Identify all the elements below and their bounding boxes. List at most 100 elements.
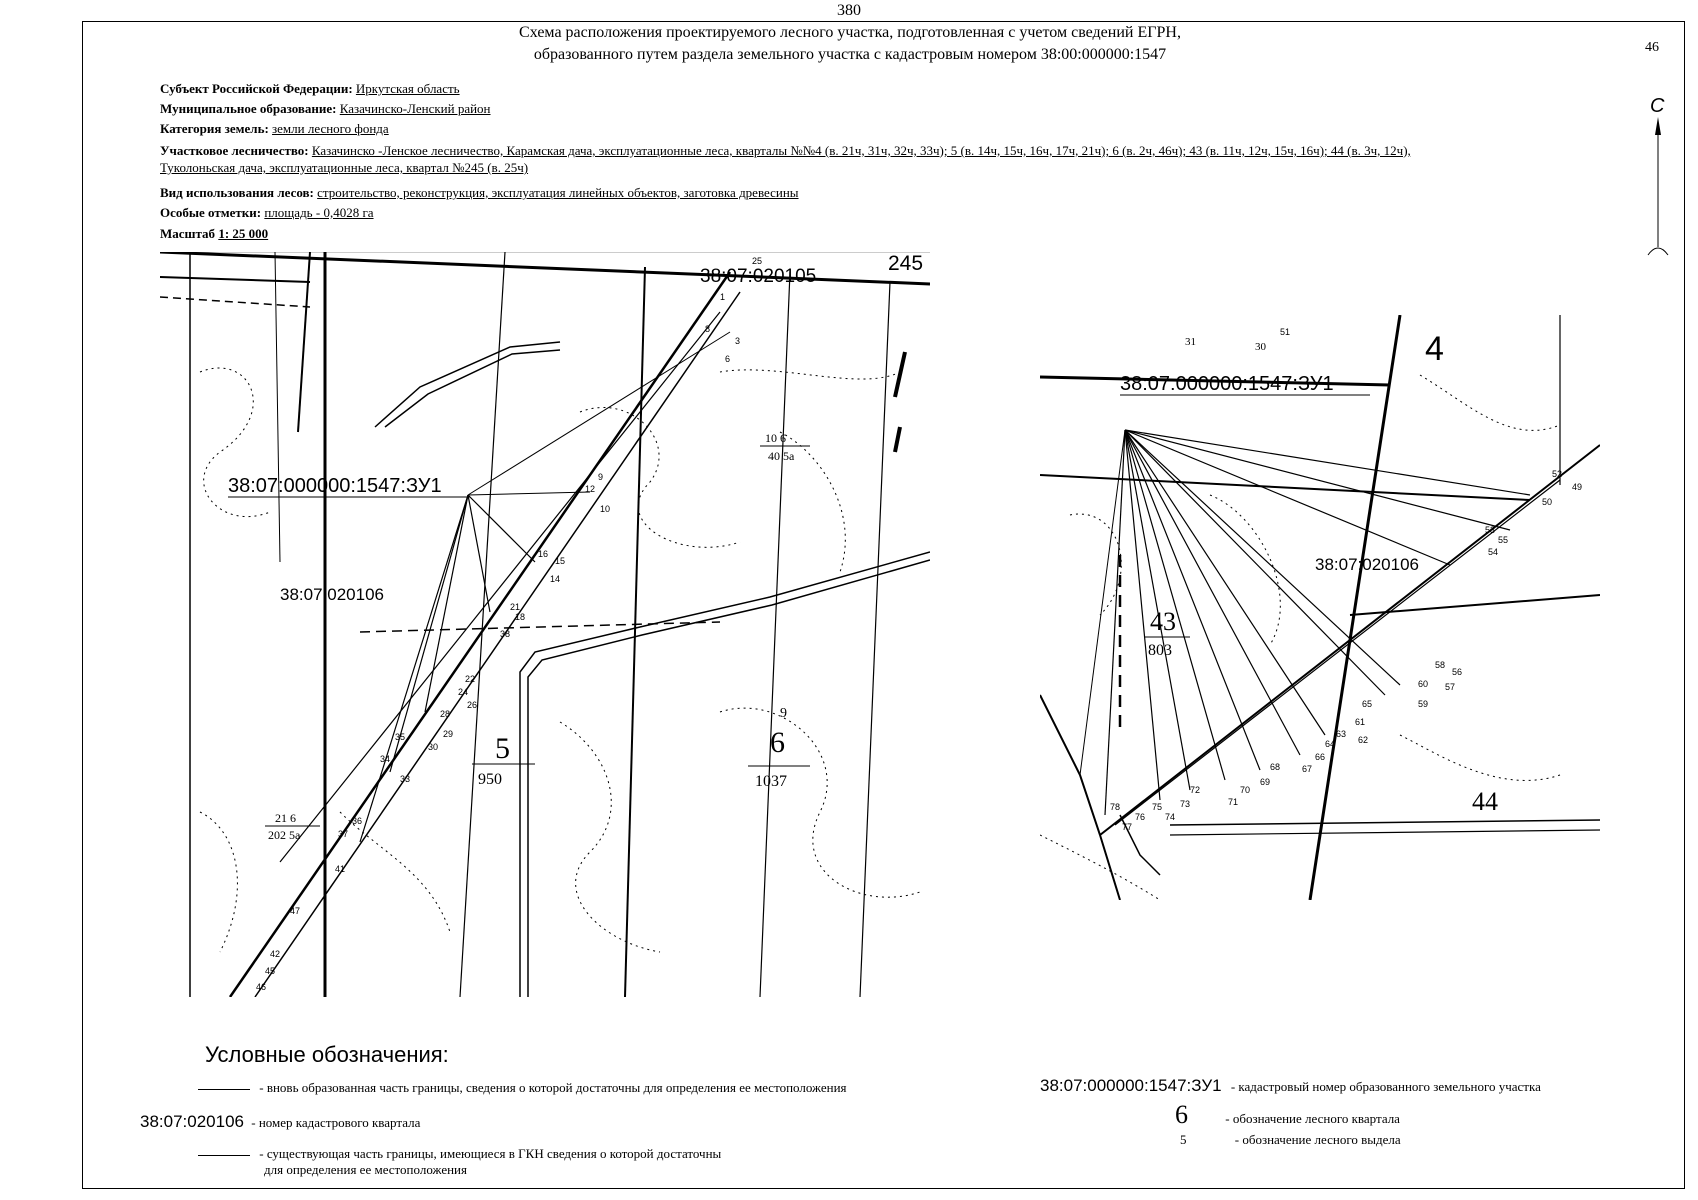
map-right-point: 60 — [1418, 679, 1428, 689]
page-number-right: 46 — [1645, 40, 1659, 55]
legend-kvartal-text: - обозначение лесного квартала — [1225, 1111, 1400, 1126]
map-left-point: 25 — [752, 256, 762, 266]
map-right-point: 71 — [1228, 797, 1238, 807]
map-left-point: 18 — [515, 612, 525, 622]
map-right-point: 57 — [1445, 682, 1455, 692]
map-right-cadastral-mid: 38:07:020106 — [1315, 555, 1419, 574]
title-line-1: Схема расположения проектируемого лесног… — [519, 24, 1181, 41]
map-left: 38:07:020105 245 38:07:000000:1547:ЗУ1 3… — [160, 252, 930, 997]
map-left-point: 34 — [380, 754, 390, 764]
map-right-point: 62 — [1358, 735, 1368, 745]
legend-vydel-code: 5 — [1180, 1132, 1187, 1147]
legend-item-kvartal: 6 - обозначение лесного квартала — [1175, 1100, 1400, 1130]
map-left-point: 45 — [265, 966, 275, 976]
meta-forestry-label: Участковое лесничество: — [160, 143, 309, 158]
map-left-point: 38 — [500, 629, 510, 639]
legend-existing-boundary-text: - существующая часть границы, имеющиеся … — [259, 1146, 722, 1161]
map-right-point: 51 — [1280, 327, 1290, 337]
map-left-point: 30 — [428, 742, 438, 752]
meta-use-label: Вид использования лесов: — [160, 185, 314, 200]
meta-notes-value: площадь - 0,4028 га — [264, 205, 374, 220]
meta-forestry-cont: Туколоньская дача, эксплуатационные леса… — [160, 159, 528, 176]
legend-item-cadastral-quarter: 38:07:020106 - номер кадастрового кварта… — [140, 1112, 420, 1132]
map-left-point: 1 — [720, 292, 725, 302]
meta-forestry-value-2: Туколоньская дача, эксплуатационные леса… — [160, 160, 529, 175]
map-right-point: 74 — [1165, 812, 1175, 822]
legend-item-vydel: 5 - обозначение лесного выдела — [1180, 1132, 1401, 1148]
map-left-point: 24 — [458, 687, 468, 697]
legend-parcel-code: 38:07:000000:1547:ЗУ1 — [1040, 1076, 1222, 1095]
north-arrow: С — [1640, 95, 1680, 265]
legend-title: Условные обозначения: — [205, 1042, 449, 1067]
map-left-kvartal-245: 245 — [888, 252, 923, 275]
map-right-point: 75 — [1152, 802, 1162, 812]
map-left-point: 10 — [600, 504, 610, 514]
map-left-point: 41 — [335, 864, 345, 874]
map-left-point: 37 — [338, 829, 348, 839]
map-left-plot-a2: 40 5а — [768, 449, 795, 463]
meta-subject-label: Субъект Российской Федерации: — [160, 81, 353, 96]
legend-line-icon — [198, 1088, 250, 1090]
map-right-point: 76 — [1135, 812, 1145, 822]
legend-kvartal-code: 6 — [1175, 1100, 1188, 1129]
meta-category-label: Категория земель: — [160, 121, 269, 136]
map-right: 4 38:07:000000:1547:ЗУ1 38:07:020106 43 … — [1040, 315, 1600, 900]
map-left-point: 26 — [467, 700, 477, 710]
map-left-point: 6 — [725, 354, 730, 364]
meta-subject-value: Иркутская область — [355, 81, 460, 96]
map-right-point: 63 — [1336, 729, 1346, 739]
map-right-point: 56 — [1452, 667, 1462, 677]
map-left-point: 9 — [598, 472, 603, 482]
meta-use: Вид использования лесов: строительство, … — [160, 184, 799, 201]
map-left-point: 14 — [550, 574, 560, 584]
meta-municipality: Муниципальное образование: Казачинско-Ле… — [160, 100, 491, 117]
map-right-point: 49 — [1572, 482, 1582, 492]
map-right-vydel-30: 30 — [1255, 341, 1267, 353]
meta-municipality-label: Муниципальное образование: — [160, 101, 337, 116]
map-right-kvartal-43: 43 — [1150, 607, 1176, 636]
map-left-point: 8 — [705, 324, 710, 334]
map-right-point: 61 — [1355, 717, 1365, 727]
meta-scale-label: Масштаб — [160, 226, 216, 241]
map-left-point: 35 — [395, 732, 405, 742]
meta-scale-value: 1: 25 000 — [218, 226, 269, 241]
meta-scale: Масштаб 1: 25 000 — [160, 225, 268, 242]
title-line-2: образованного путем раздела земельного у… — [533, 46, 1167, 63]
meta-category: Категория земель: земли лесного фонда — [160, 120, 389, 137]
map-left-plot-a: 10 6 — [765, 431, 786, 445]
map-left-plot-b2: 202 5а — [268, 828, 301, 842]
document-title: Схема расположения проектируемого лесног… — [300, 22, 1400, 66]
map-right-point: 53 — [1485, 525, 1495, 535]
map-left-point: 22 — [465, 674, 475, 684]
map-right-point: 66 — [1315, 752, 1325, 762]
map-right-point: 65 — [1362, 699, 1372, 709]
legend-item-existing-boundary: - существующая часть границы, имеющиеся … — [198, 1146, 721, 1162]
map-right-point: 69 — [1260, 777, 1270, 787]
map-left-point: 33 — [400, 774, 410, 784]
meta-subject: Субъект Российской Федерации: Иркутская … — [160, 80, 460, 97]
meta-notes: Особые отметки: площадь - 0,4028 га — [160, 204, 374, 221]
north-arrow-icon — [1647, 117, 1669, 256]
page-frame — [82, 21, 1685, 1189]
map-right-point: 50 — [1542, 497, 1552, 507]
map-left-kvartal-5-area: 950 — [478, 771, 502, 788]
map-left-point: 42 — [270, 949, 280, 959]
map-right-point: 77 — [1122, 822, 1132, 832]
legend-item-parcel: 38:07:000000:1547:ЗУ1 - кадастровый номе… — [1040, 1076, 1541, 1096]
map-left-point: 16 — [538, 549, 548, 559]
map-right-point: 54 — [1488, 547, 1498, 557]
page-number-top: 380 — [837, 2, 861, 19]
meta-municipality-value: Казачинско-Ленский район — [339, 101, 491, 116]
map-right-point: 52 — [1552, 469, 1562, 479]
map-left-point: 12 — [585, 484, 595, 494]
map-right-point: 58 — [1435, 660, 1445, 670]
map-left-point: 47 — [290, 906, 300, 916]
map-left-cadastral-mid: 38:07:020106 — [280, 585, 384, 604]
map-right-point: 55 — [1498, 535, 1508, 545]
map-right-vydel-31: 31 — [1185, 336, 1196, 348]
map-right-kvartal-44: 44 — [1472, 787, 1498, 816]
map-right-point: 78 — [1110, 802, 1120, 812]
map-left-vydel-9: 9 — [780, 706, 787, 721]
map-left-point: 46 — [256, 982, 266, 992]
meta-notes-label: Особые отметки: — [160, 205, 262, 220]
